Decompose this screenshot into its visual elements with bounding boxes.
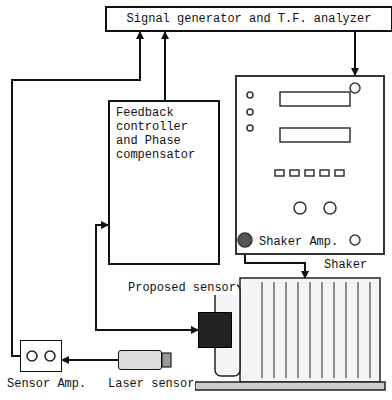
signal-wire: [62, 359, 118, 361]
process-box: Signal generator and T.F. analyzer: [105, 6, 392, 32]
signal-wire: [245, 255, 305, 278]
sensor-amp-jacks: [27, 351, 55, 361]
node-label: Shaker Amp.: [259, 235, 338, 249]
laser-sensor: Laser sensor: [118, 350, 162, 370]
node-label: Laser sensor: [107, 377, 195, 391]
process-box: Feedback controller and Phase compensato…: [108, 100, 220, 265]
sensor-block: Proposed sensor: [198, 312, 232, 348]
signal-wire: [354, 32, 356, 75]
node-label: Sensor Amp.: [6, 377, 87, 391]
node-label: Signal generator and T.F. analyzer: [107, 12, 391, 26]
shaker-body: Shaker: [215, 278, 385, 382]
node-label: Shaker: [323, 258, 368, 272]
shaker-amp-panel: [238, 83, 360, 247]
signal-wire: [164, 32, 166, 100]
amplifier-box: Shaker Amp.: [235, 75, 385, 255]
node-label: Feedback controller and Phase compensato…: [110, 102, 218, 166]
node-label: Proposed sensor: [127, 281, 237, 295]
amplifier-box: Sensor Amp.: [20, 340, 62, 372]
